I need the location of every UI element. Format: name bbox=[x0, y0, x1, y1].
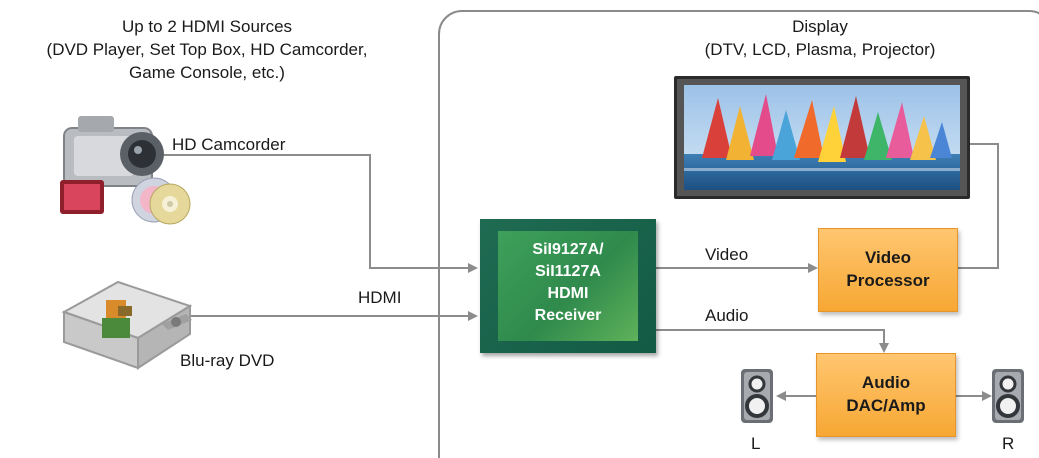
sources-heading-line2: (DVD Player, Set Top Box, HD Camcorder, bbox=[46, 40, 368, 59]
display-heading-line2: (DTV, LCD, Plasma, Projector) bbox=[704, 40, 936, 59]
video-label: Video bbox=[705, 245, 749, 264]
tv-screen-icon bbox=[674, 76, 970, 199]
hdmi-label: HDMI bbox=[358, 288, 402, 307]
camcorder-label: HD Camcorder bbox=[172, 135, 286, 154]
display-heading: Display (DTV, LCD, Plasma, Projector) bbox=[640, 16, 1000, 60]
bluray-player-icon bbox=[61, 280, 193, 370]
camcorder-icon bbox=[60, 116, 191, 225]
audio-dac-label: Audio DAC/Amp bbox=[846, 373, 926, 415]
sources-heading: Up to 2 HDMI Sources (DVD Player, Set To… bbox=[0, 16, 414, 83]
wire-audio bbox=[656, 329, 889, 353]
sources-heading-line1: Up to 2 HDMI Sources bbox=[121, 17, 293, 36]
audio-label: Audio bbox=[705, 306, 749, 325]
sources-heading-line3: Game Console, etc.) bbox=[129, 63, 285, 82]
speaker-right-icon bbox=[992, 369, 1024, 423]
display-heading-line1: Display bbox=[792, 17, 848, 36]
bluray-label: Blu-ray DVD bbox=[180, 351, 275, 370]
hdmi-receiver-block: SiI9127A/ SiI1127A HDMI Receiver bbox=[480, 219, 656, 353]
video-processor-block: Video Processor bbox=[818, 228, 958, 312]
audio-dac-block: Audio DAC/Amp bbox=[816, 353, 956, 437]
wire-camcorder bbox=[150, 154, 478, 273]
hdmi-receiver-label: SiI9127A/ SiI1127A HDMI Receiver bbox=[532, 241, 604, 324]
speaker-left-icon bbox=[741, 369, 773, 423]
display-frame bbox=[438, 10, 1039, 458]
speaker-right-label: R bbox=[1002, 434, 1015, 453]
hdmi-receiver-chip: SiI9127A/ SiI1127A HDMI Receiver bbox=[498, 231, 638, 341]
speaker-left-label: L bbox=[751, 434, 761, 453]
video-processor-label: Video Processor bbox=[846, 248, 930, 290]
